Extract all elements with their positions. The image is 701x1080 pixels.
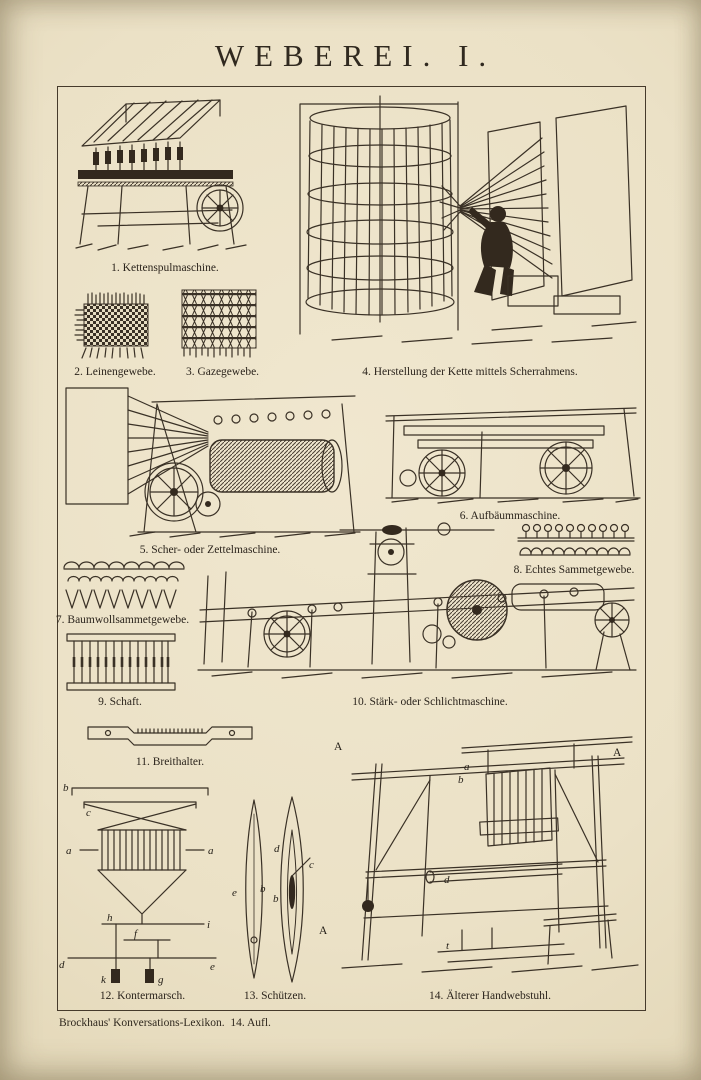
fig5-zettelmaschine <box>60 382 366 540</box>
page-title: WEBEREI. I. <box>214 38 497 73</box>
fig3-gazegewebe <box>172 282 267 360</box>
fig13-label-b2: b <box>273 893 279 905</box>
fig12-label-g: g <box>158 974 164 986</box>
fig13-label-d: d <box>274 843 280 855</box>
fig10-illustration <box>197 522 637 679</box>
fig1-illustration <box>75 99 247 251</box>
fig12-label-i: i <box>207 919 210 931</box>
fig12-label-k: k <box>101 974 107 986</box>
fig2-caption: 2. Leinengewebe. <box>74 366 156 378</box>
fig1-caption: 1. Kettenspulmaschine. <box>111 262 219 274</box>
fig13-schuetzen: d c e b b <box>230 792 318 986</box>
fig14-label-A-topleft: A <box>334 741 343 753</box>
fig5-caption: 5. Scher- oder Zettelmaschine. <box>139 544 281 556</box>
fig10-caption: 10. Stärk- oder Schlichtmaschine. <box>352 696 508 708</box>
fig12-label-b: b <box>63 782 69 794</box>
fig1-kettenspulmaschine <box>68 92 263 257</box>
fig7-caption: 7. Baumwollsammetgewebe. <box>55 614 190 626</box>
fig12-label-d: d <box>59 959 65 971</box>
fig11-caption: 11. Breithalter. <box>135 756 205 768</box>
fig12-label-h: h <box>107 912 113 924</box>
publisher-footer: Brockhaus' Konversations-Lexikon. 14. Au… <box>59 1017 271 1029</box>
fig4-caption: 4. Herstellung der Kette mittels Scherra… <box>362 366 578 378</box>
fig12-illustration: b c a a h i f d e k g <box>59 782 217 986</box>
fig14-label-t: t <box>446 940 450 952</box>
fig11-breithalter <box>82 712 257 756</box>
fig9-illustration <box>66 633 176 691</box>
fig3-illustration <box>181 289 257 358</box>
fig6-illustration <box>385 407 641 504</box>
fig6-aufbaeummaschine <box>378 388 646 506</box>
fig5-illustration <box>65 387 361 538</box>
fig14-label-b: b <box>458 774 464 786</box>
fig13-label-b1: b <box>260 883 266 895</box>
fig12-label-c: c <box>86 807 91 819</box>
fig6-caption: 6. Aufbäummaschine. <box>459 510 561 522</box>
fig9-schaft <box>62 630 180 694</box>
fig12-label-a-right: a <box>208 845 214 857</box>
fig13-illustration: d c e b b <box>232 796 314 983</box>
fig9-caption: 9. Schaft. <box>98 696 142 708</box>
fig14-illustration: A A A a b d t <box>319 736 639 973</box>
fig4-illustration <box>299 95 637 345</box>
fig8-caption: 8. Echtes Sammetgewebe. <box>513 564 635 576</box>
fig14-label-a: a <box>464 761 470 773</box>
fig14-label-A-topright: A <box>613 747 622 759</box>
fig3-caption: 3. Gazegewebe. <box>185 366 260 378</box>
fig13-label-e: e <box>232 887 237 899</box>
fig12-label-a-left: a <box>66 845 72 857</box>
fig13-label-c: c <box>309 859 314 871</box>
fig12-kontermarsch: b c a a h i f d e k g <box>58 772 228 987</box>
fig4-scherrahmen-szene <box>292 90 646 360</box>
fig10-schlichtmaschine <box>192 512 642 694</box>
fig14-caption: 14. Älterer Handwebstuhl. <box>429 990 551 1002</box>
plate-border-frame <box>57 86 646 1011</box>
fig14-label-A-bottomleft: A <box>319 925 328 937</box>
fig2-leinengewebe <box>72 288 167 360</box>
fig2-illustration <box>74 292 149 359</box>
fig12-caption: 12. Kontermarsch. <box>99 990 186 1002</box>
fig11-illustration <box>87 726 253 746</box>
fig8-echtes-sammetgewebe <box>512 518 644 562</box>
fig14-handwebstuhl: A A A a b d t <box>312 720 644 986</box>
fig7-baumwollsammetgewebe <box>58 556 193 612</box>
fig12-label-e: e <box>210 961 215 973</box>
fig12-label-f: f <box>134 928 139 940</box>
fig13-caption: 13. Schützen. <box>243 990 307 1002</box>
fig8-illustration <box>517 523 635 556</box>
fig7-illustration <box>63 561 185 609</box>
fig14-label-d: d <box>444 874 450 886</box>
